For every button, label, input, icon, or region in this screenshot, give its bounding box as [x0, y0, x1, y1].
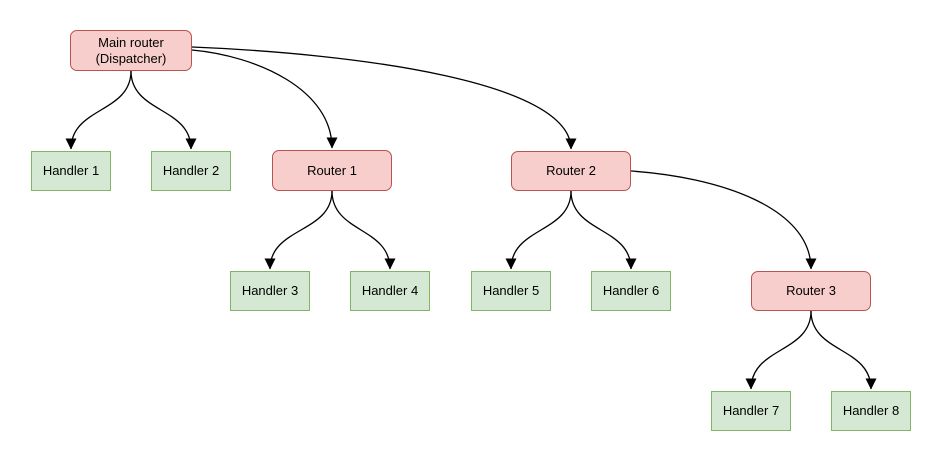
node-handler-8-label: Handler 8	[842, 403, 900, 418]
node-router-3: Router 3	[751, 271, 871, 311]
edge-main-router-to-handler-2	[130, 70, 197, 150]
edge-router-2-to-router-3	[630, 170, 817, 270]
node-handler-8: Handler 8	[831, 391, 911, 431]
edge-router-3-to-handler-7	[745, 310, 812, 390]
node-handler-6: Handler 6	[591, 271, 671, 311]
node-handler-4-label: Handler 4	[361, 283, 419, 298]
node-handler-4: Handler 4	[350, 271, 430, 311]
edge-router-1-to-handler-4	[331, 190, 396, 270]
node-handler-5: Handler 5	[471, 271, 551, 311]
node-main-router-label: Main router (Dispatcher)	[95, 34, 167, 66]
node-router-2: Router 2	[511, 151, 631, 191]
node-handler-1-label: Handler 1	[42, 163, 100, 178]
edge-main-router-to-handler-1	[65, 70, 132, 150]
edge-router-1-to-handler-3	[264, 190, 333, 270]
edge-router-3-to-handler-8	[810, 310, 877, 390]
node-handler-2: Handler 2	[151, 151, 231, 191]
node-handler-2-label: Handler 2	[162, 163, 220, 178]
node-handler-7: Handler 7	[711, 391, 791, 431]
node-router-1: Router 1	[272, 150, 392, 191]
edge-router-2-to-handler-5	[505, 190, 572, 270]
node-router-2-label: Router 2	[546, 163, 596, 178]
node-router-1-label: Router 1	[307, 162, 357, 178]
node-main-router: Main router (Dispatcher)	[70, 30, 192, 71]
edge-main-router-to-router-1	[191, 49, 338, 149]
node-handler-5-label: Handler 5	[482, 283, 540, 298]
node-handler-6-label: Handler 6	[602, 283, 660, 298]
node-handler-1: Handler 1	[31, 151, 111, 191]
edge-router-2-to-handler-6	[570, 190, 637, 270]
node-handler-3-label: Handler 3	[241, 283, 299, 298]
node-router-3-label: Router 3	[786, 283, 836, 298]
node-handler-3: Handler 3	[230, 271, 310, 311]
node-handler-7-label: Handler 7	[722, 403, 780, 418]
edge-main-router-to-router-2	[191, 46, 577, 150]
